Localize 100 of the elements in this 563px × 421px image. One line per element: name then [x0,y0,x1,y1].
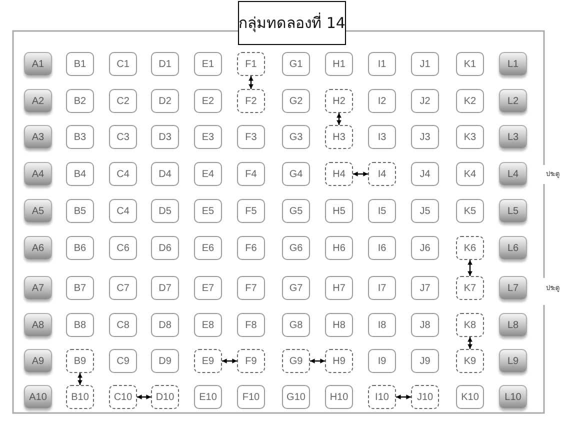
rounded-box: D5 [151,199,179,223]
double-arrow [396,394,411,400]
rounded-box: J7 [411,276,439,300]
double-arrow [248,76,254,89]
shaded-box: L2 [499,89,527,113]
rounded-box: K2 [456,89,484,113]
rounded-box: F7 [237,276,265,300]
shaded-box: L1 [499,52,527,76]
shaded-box: L3 [499,125,527,149]
double-arrow [468,337,472,349]
shaded-box: L8 [499,313,527,337]
double-arrow [78,373,82,385]
rounded-box: G1 [282,52,310,76]
rounded-box: K10 [456,385,484,409]
rounded-box: K5 [456,199,484,223]
rounded-box: G6 [282,236,310,260]
rounded-box: G7 [282,276,310,300]
dashed-box: F1 [237,52,265,76]
rounded-box: J9 [411,349,439,373]
dashed-box: G9 [282,349,310,373]
rounded-box: D6 [151,236,179,260]
dashed-box: E9 [194,349,222,373]
dashed-box: J10 [411,385,439,409]
double-arrow [310,358,325,364]
rounded-box: F8 [237,313,265,337]
dashed-box: B9 [66,349,94,373]
rounded-box: C1 [109,52,137,76]
shaded-box: L6 [499,236,527,260]
rounded-box: G10 [282,385,310,409]
shaded-box: A1 [24,52,52,76]
rounded-box: H8 [325,313,353,337]
rounded-box: I8 [368,313,396,337]
shaded-box: L7 [499,276,527,300]
dashed-box: K6 [456,236,484,260]
rounded-box: B3 [66,125,94,149]
rounded-box: I5 [368,199,396,223]
double-arrow [353,172,368,176]
rounded-box: F3 [237,125,265,149]
rounded-box: G8 [282,313,310,337]
shaded-box: A3 [24,125,52,149]
rounded-box: B8 [66,313,94,337]
rounded-box: B5 [66,199,94,223]
dashed-box: H9 [325,349,353,373]
rounded-box: J2 [411,89,439,113]
rounded-box: C8 [109,313,137,337]
shaded-box: A7 [24,276,52,300]
rounded-box: E1 [194,52,222,76]
dashed-box: K7 [456,276,484,300]
rounded-box: C7 [109,276,137,300]
title-box: กลุ่มทดลองที่ 14 [238,1,346,45]
shaded-box: A4 [24,162,52,186]
dashed-box: H3 [325,125,353,149]
shaded-box: L9 [499,349,527,373]
rounded-box: J3 [411,125,439,149]
rounded-box: E4 [194,162,222,186]
rounded-box: E3 [194,125,222,149]
shaded-box: L5 [499,199,527,223]
rounded-box: D8 [151,313,179,337]
rounded-box: F5 [237,199,265,223]
rounded-box: J4 [411,162,439,186]
dashed-box: D10 [151,385,179,409]
rounded-box: K3 [456,125,484,149]
rounded-box: J1 [411,52,439,76]
rounded-box: G3 [282,125,310,149]
rounded-box: H5 [325,199,353,223]
rounded-box: K1 [456,52,484,76]
rounded-box: C4 [109,162,137,186]
shaded-box: A6 [24,236,52,260]
rounded-box: H10 [325,385,353,409]
dashed-box: K9 [456,349,484,373]
rounded-box: I6 [368,236,396,260]
rounded-box: I9 [368,349,396,373]
rounded-box: C4 [109,199,137,223]
rounded-box: I2 [368,89,396,113]
rounded-box: J6 [411,236,439,260]
shaded-box: A2 [24,89,52,113]
rounded-box: B6 [66,236,94,260]
rounded-box: E8 [194,313,222,337]
rounded-box: B1 [66,52,94,76]
rounded-box: D2 [151,89,179,113]
rounded-box: I7 [368,276,396,300]
rounded-box: F6 [237,236,265,260]
rounded-box: D1 [151,52,179,76]
rounded-box: C6 [109,236,137,260]
rounded-box: B4 [66,162,94,186]
double-arrow [336,113,342,125]
rounded-box: D7 [151,276,179,300]
shaded-box: A5 [24,199,52,223]
rounded-box: G4 [282,162,310,186]
rounded-box: K4 [456,162,484,186]
dashed-box: K8 [456,313,484,337]
rounded-box: G2 [282,89,310,113]
dashed-box: F9 [237,349,265,373]
rounded-box: J5 [411,199,439,223]
rounded-box: G5 [282,199,310,223]
rounded-box: F10 [237,385,265,409]
rounded-box: D4 [151,162,179,186]
double-arrow [222,358,237,364]
rounded-box: E6 [194,236,222,260]
dashed-box: I4 [368,162,396,186]
